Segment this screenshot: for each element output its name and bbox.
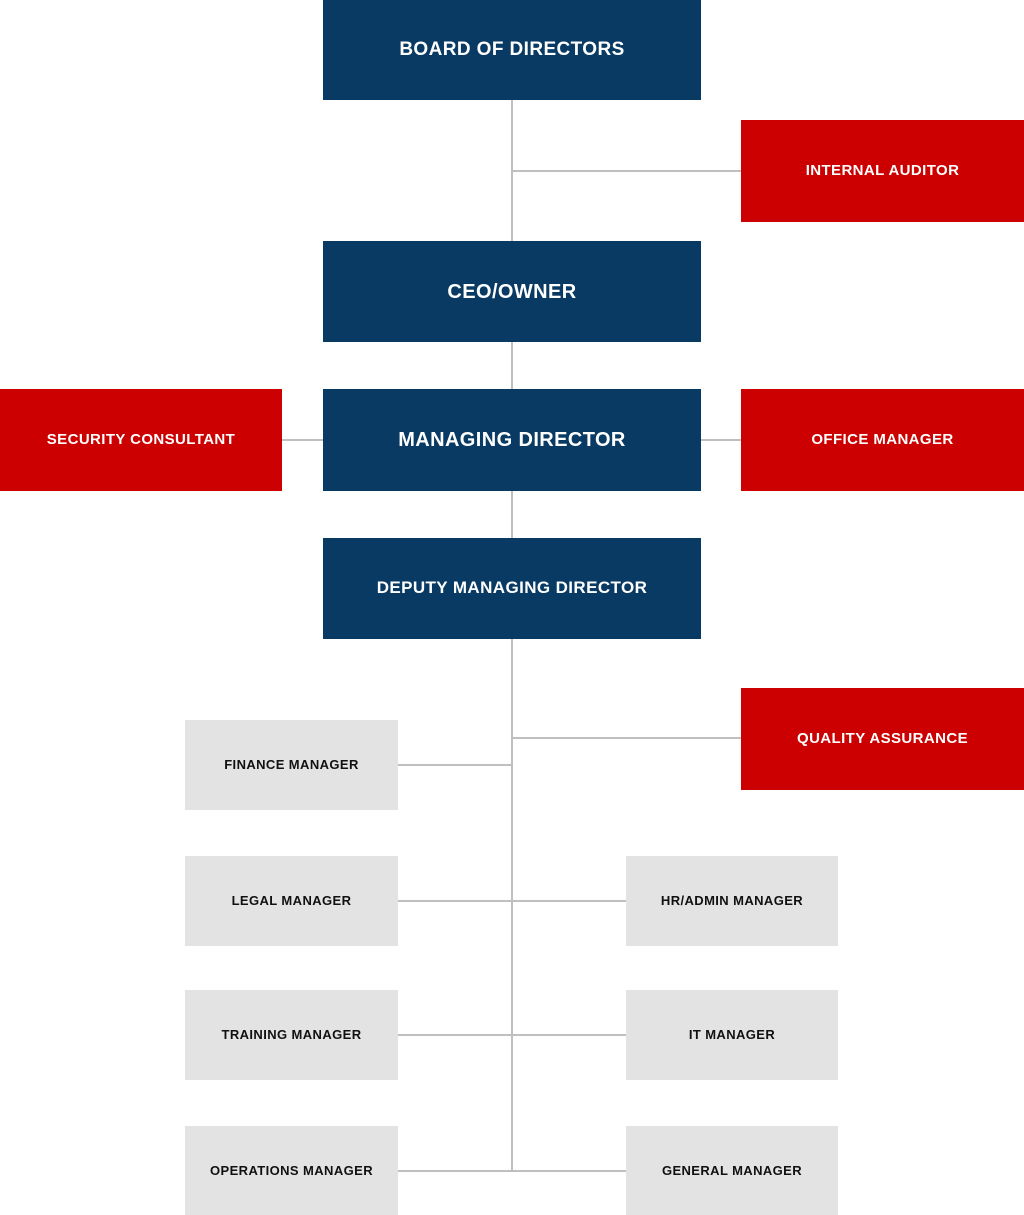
- node-hr-admin-manager[interactable]: HR/ADMIN MANAGER: [626, 856, 838, 946]
- connector-legal-hr-row: [398, 900, 626, 902]
- node-board-of-directors[interactable]: BOARD OF DIRECTORS: [323, 0, 701, 100]
- node-office-manager[interactable]: OFFICE MANAGER: [741, 389, 1024, 491]
- connector-ceo-to-managing-director: [511, 342, 513, 390]
- node-general-manager[interactable]: GENERAL MANAGER: [626, 1126, 838, 1215]
- node-internal-auditor[interactable]: INTERNAL AUDITOR: [741, 120, 1024, 222]
- connector-training-it-row: [398, 1034, 626, 1036]
- node-label-deputy-managing-director: DEPUTY MANAGING DIRECTOR: [376, 578, 648, 598]
- node-label-office-manager: OFFICE MANAGER: [811, 431, 954, 448]
- node-label-legal-manager: LEGAL MANAGER: [231, 893, 352, 909]
- node-security-consultant[interactable]: SECURITY CONSULTANT: [0, 389, 282, 491]
- node-legal-manager[interactable]: LEGAL MANAGER: [185, 856, 398, 946]
- connector-board-to-internal-auditor: [511, 170, 741, 172]
- node-label-managing-director: MANAGING DIRECTOR: [398, 429, 626, 451]
- node-label-internal-auditor: INTERNAL AUDITOR: [805, 162, 960, 179]
- node-training-manager[interactable]: TRAINING MANAGER: [185, 990, 398, 1080]
- node-operations-manager[interactable]: OPERATIONS MANAGER: [185, 1126, 398, 1215]
- node-label-ceo-owner: CEO/OWNER: [447, 280, 577, 303]
- node-label-general-manager: GENERAL MANAGER: [661, 1163, 803, 1179]
- connector-security-consultant-to-managing-director: [282, 439, 323, 441]
- node-label-security-consultant: SECURITY CONSULTANT: [46, 431, 236, 448]
- connector-deputy-spine: [511, 639, 513, 1172]
- connector-managing-director-to-deputy: [511, 491, 513, 538]
- connector-managing-director-to-office-manager: [701, 439, 741, 441]
- node-label-operations-manager: OPERATIONS MANAGER: [210, 1163, 373, 1179]
- node-label-it-manager: IT MANAGER: [688, 1027, 776, 1043]
- node-label-finance-manager: FINANCE MANAGER: [224, 757, 359, 773]
- connector-finance-manager-to-spine: [398, 764, 513, 766]
- connector-deputy-to-quality-assurance: [511, 737, 741, 739]
- node-finance-manager[interactable]: FINANCE MANAGER: [185, 720, 398, 810]
- node-label-hr-admin-manager: HR/ADMIN MANAGER: [660, 893, 804, 909]
- node-quality-assurance[interactable]: QUALITY ASSURANCE: [741, 688, 1024, 790]
- connector-operations-general-row: [398, 1170, 626, 1172]
- node-deputy-managing-director[interactable]: DEPUTY MANAGING DIRECTOR: [323, 538, 701, 639]
- node-it-manager[interactable]: IT MANAGER: [626, 990, 838, 1080]
- node-label-board-of-directors: BOARD OF DIRECTORS: [399, 38, 625, 60]
- node-label-quality-assurance: QUALITY ASSURANCE: [797, 730, 968, 747]
- node-label-training-manager: TRAINING MANAGER: [221, 1027, 362, 1043]
- node-managing-director[interactable]: MANAGING DIRECTOR: [323, 389, 701, 491]
- node-ceo-owner[interactable]: CEO/OWNER: [323, 241, 701, 342]
